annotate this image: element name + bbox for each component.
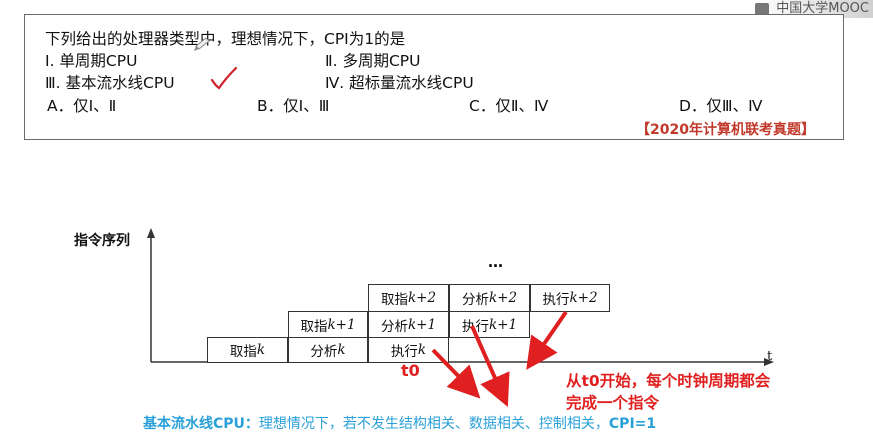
cell-fetch-k2-suffix: k+2 [407,290,437,306]
summary-note: 基本流水线CPU：理想情况下，若不发生结构相关、数据相关、控制相关，CPI=1 [143,413,656,433]
option-roman-2: Ⅱ. 多周期CPU [325,52,421,70]
summary-body: 理想情况下，若不发生结构相关、数据相关、控制相关， [258,416,609,432]
cell-fetch-k-suffix: k [256,342,266,358]
cell-execute-k2-suffix: k+2 [569,290,598,306]
cell-execute-k2-label: 执行 [542,292,570,308]
cell-fetch-k1-suffix: k+1 [327,316,356,333]
cell-fetch-k-label: 取指 [229,344,257,360]
source-tag: 【2020年计算机联考真题】 [636,122,815,138]
cell-execute-k-suffix: k [417,342,427,358]
choice-d: D．仅Ⅲ、Ⅳ [679,97,763,115]
choice-c: C．仅Ⅱ、Ⅳ [469,97,549,115]
cell-execute-k-label: 执行 [390,344,418,360]
cell-execute-k1-suffix: k+1 [488,316,518,333]
pen-cursor-icon [194,37,210,51]
cell-analyze-k-label: 分析 [310,344,338,360]
cell-fetch-k2-label: 取指 [380,292,408,308]
option-roman-4: Ⅳ. 超标量流水线CPU [325,74,474,92]
annotation-note: 从t0开始，每个时钟周期都会 完成一个指令 [566,370,770,414]
arrow-3-icon [526,310,568,370]
cell-analyze-k2-label: 分析 [461,292,489,308]
option-roman-3: Ⅲ. 基本流水线CPU [45,74,175,92]
cell-execute-k1-label: 执行 [461,318,489,335]
y-axis-label: 指令序列 [74,233,130,249]
arrow-1-icon [431,348,481,399]
question-box: 下列给出的处理器类型中，理想情况下，CPI为1的是 Ⅰ. 单周期CPU Ⅱ. 多… [24,14,844,140]
mooc-watermark: 中国大学MOOC [753,0,873,18]
cell-analyze-k2-suffix: k+2 [488,290,518,306]
summary-cpi: CPI=1 [608,416,657,432]
choice-a: A．仅Ⅰ、Ⅱ [47,97,117,115]
option-roman-1: Ⅰ. 单周期CPU [45,52,138,70]
annotation-line-2: 完成一个指令 [566,394,660,412]
x-axis-label: t [767,349,773,364]
t0-label: t0 [401,361,420,380]
question-stem: 下列给出的处理器类型中，理想情况下，CPI为1的是 [45,30,406,48]
choice-b: B．仅Ⅰ、Ⅲ [257,97,330,115]
summary-lead: 基本流水线CPU： [143,416,259,432]
cell-fetch-k1-label: 取指 [300,318,328,335]
cell-analyze-k1-suffix: k+1 [407,316,437,333]
ellipsis: … [488,253,504,271]
cell-analyze-k-suffix: k [337,342,346,358]
watermark-text: 中国大学MOOC [776,1,869,16]
checkmark-icon [210,66,238,90]
arrow-2-icon [470,325,510,407]
cell-analyze-k1-label: 分析 [380,318,408,335]
annotation-line-1: 从t0开始，每个时钟周期都会 [566,372,771,390]
y-axis-arrow-icon [147,228,155,238]
x-axis-arrow-icon [764,358,774,366]
mooc-logo-icon [755,3,769,15]
